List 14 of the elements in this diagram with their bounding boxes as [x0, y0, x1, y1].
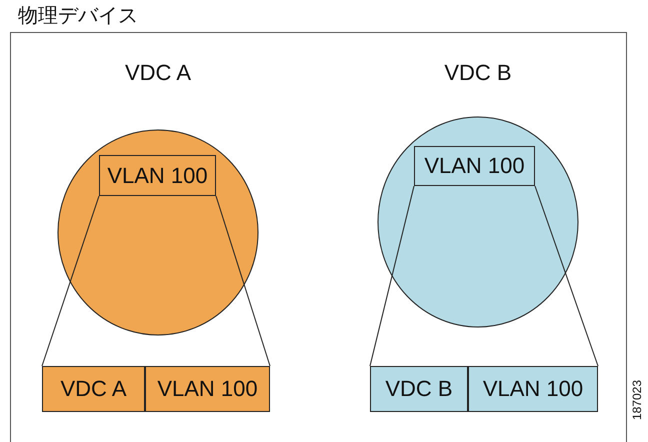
- table-cell: VDC B: [370, 366, 468, 412]
- zoom-line: [42, 196, 100, 366]
- vlan-box: VLAN 100: [414, 146, 535, 186]
- table-cell: VDC A: [42, 366, 145, 412]
- zoom-line: [534, 186, 598, 366]
- zoom-line: [370, 186, 414, 366]
- vdc-heading: VDC B: [443, 60, 513, 86]
- vlan-box: VLAN 100: [99, 155, 216, 196]
- table-cell: VLAN 100: [468, 366, 598, 412]
- zoom-line: [216, 196, 270, 366]
- frame-title: 物理デバイス: [18, 2, 138, 29]
- table-cell: VLAN 100: [145, 366, 270, 412]
- vdc-heading: VDC A: [124, 60, 192, 86]
- figure-number: 187023: [630, 380, 644, 420]
